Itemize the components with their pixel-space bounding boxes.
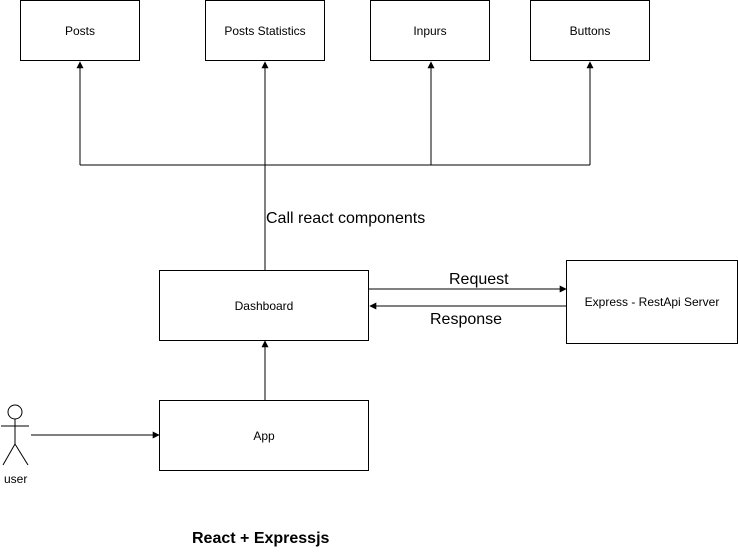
buttons-box: Buttons — [530, 0, 650, 61]
user-label: user — [4, 472, 28, 486]
call-components-label: Call react components — [266, 210, 426, 227]
dashboard-label: Dashboard — [234, 298, 294, 313]
dashboard-box: Dashboard — [159, 270, 369, 341]
posts-label: Posts — [64, 23, 95, 38]
posts-box: Posts — [20, 0, 140, 61]
diagram-title: React + Expressjs — [192, 530, 330, 547]
app-label: App — [253, 428, 275, 443]
buttons-label: Buttons — [569, 23, 611, 38]
user-actor-icon — [1, 404, 29, 466]
app-box: App — [159, 400, 369, 471]
inputs-box: Inpurs — [370, 0, 490, 61]
request-label: Request — [449, 271, 509, 288]
inputs-label: Inpurs — [413, 23, 447, 38]
express-server-label: Express - RestApi Server — [584, 295, 720, 309]
posts-statistics-label: Posts Statistics — [224, 23, 306, 38]
express-server-box: Express - RestApi Server — [566, 260, 738, 344]
response-label: Response — [430, 311, 503, 328]
posts-statistics-box: Posts Statistics — [205, 0, 325, 61]
